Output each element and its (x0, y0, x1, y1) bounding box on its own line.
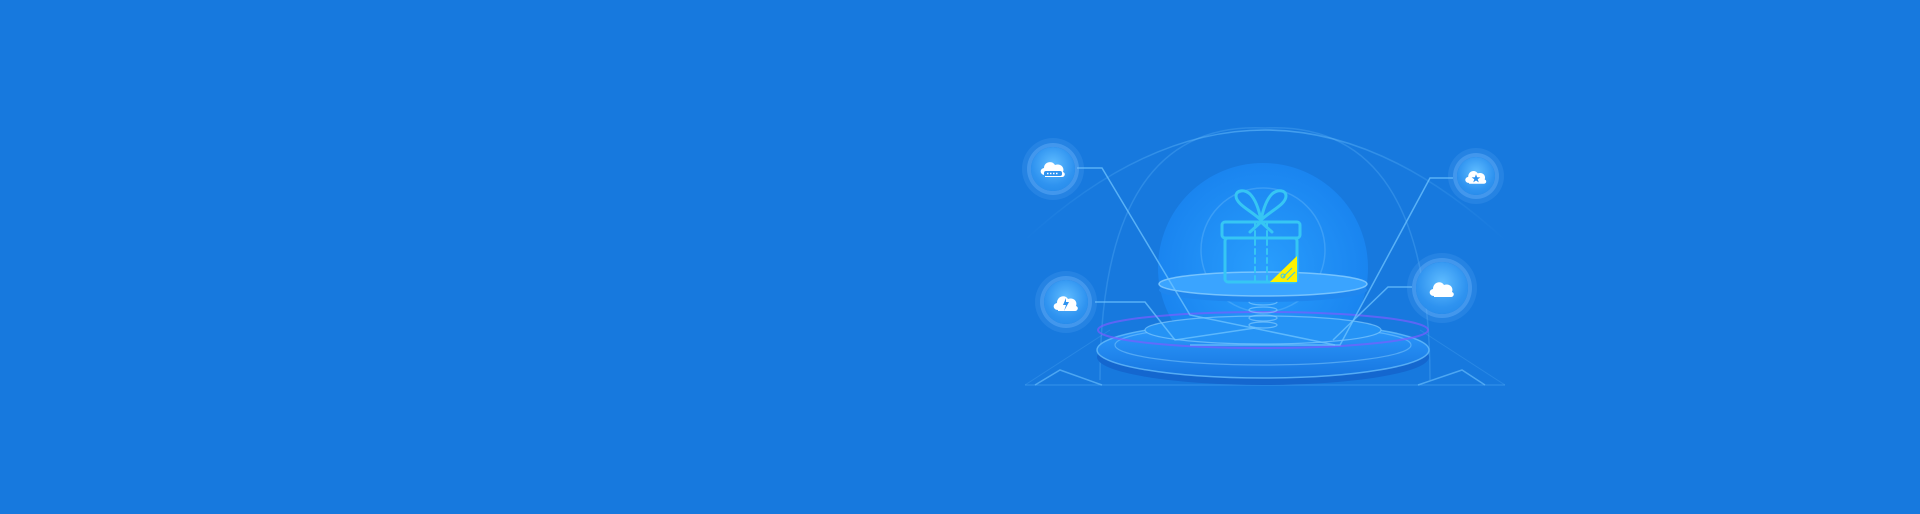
floor-diag-left (1024, 329, 1111, 386)
cloud-star-node (1457, 157, 1495, 195)
top-disk (1158, 271, 1368, 297)
floor-right-triangle (1417, 369, 1486, 386)
cloud-lightning-node (1044, 280, 1088, 324)
cloud-star-icon (1465, 170, 1487, 184)
cloud-drive-node (1031, 147, 1075, 191)
floor-diag-right (1419, 329, 1506, 386)
outer-arc (1024, 129, 1506, 241)
floor-left-triangle (1034, 369, 1103, 386)
spring-coil (1248, 298, 1278, 329)
yellow-corner-tag (1270, 256, 1297, 282)
cloud-node (1416, 262, 1468, 314)
cloud-drive-icon (1040, 162, 1065, 177)
cloud-icon (1429, 282, 1454, 297)
inner-arc (1099, 127, 1431, 381)
purple-ring (1097, 311, 1429, 349)
connector-lines (1077, 167, 1453, 346)
cloud-lightning-icon (1053, 296, 1078, 311)
tag-pattern (1280, 267, 1296, 281)
